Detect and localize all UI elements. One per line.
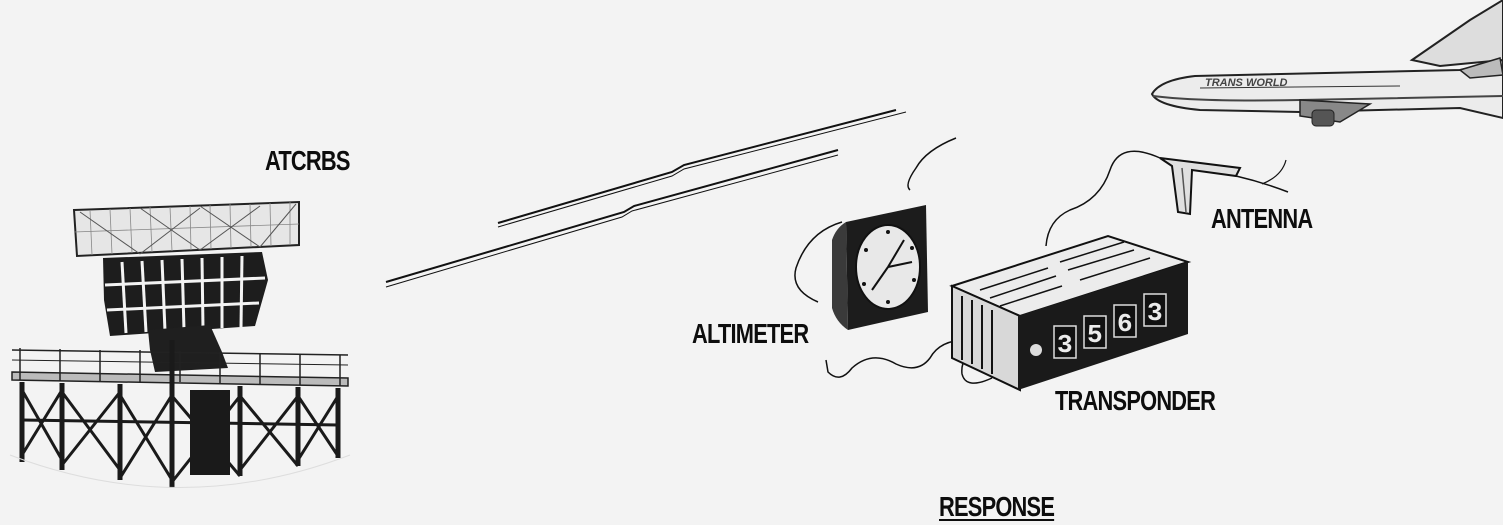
code-digit-4: 3 [1147, 298, 1163, 328]
code-digit-2: 5 [1087, 320, 1103, 350]
code-digit-1: 3 [1057, 330, 1073, 360]
aircraft-livery: TRANS WORLD [1205, 77, 1288, 89]
altimeter-illustration [832, 205, 928, 330]
radar-pedestal [148, 325, 228, 372]
antenna-label: ANTENNA [1211, 205, 1312, 233]
altimeter-label: ALTIMETER [692, 320, 808, 348]
response-label: RESPONSE [939, 493, 1054, 521]
atcrbs-label: ATCRBS [265, 147, 350, 175]
signal-lines [386, 110, 906, 287]
transponder-label: TRANSPONDER [1055, 387, 1215, 415]
radar-reflector [103, 252, 268, 336]
radar-station-illustration [10, 202, 350, 488]
aircraft-illustration: TRANS WORLD [1152, 0, 1503, 126]
code-digit-3: 6 [1117, 309, 1133, 339]
radar-tower [10, 340, 350, 488]
transponder-illustration: 3 5 6 3 [952, 236, 1188, 390]
radar-antenna-array [74, 202, 299, 256]
